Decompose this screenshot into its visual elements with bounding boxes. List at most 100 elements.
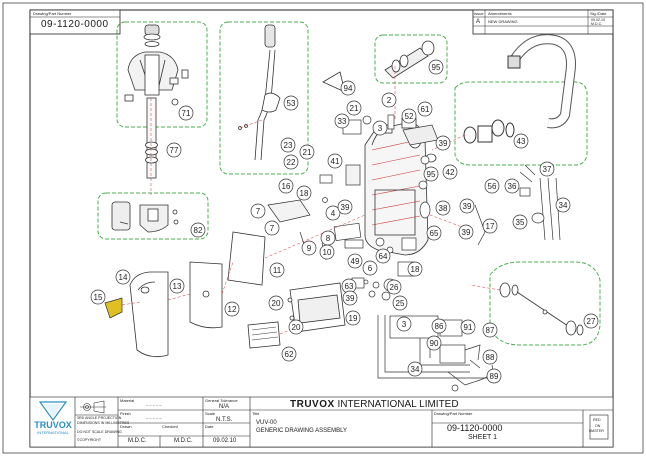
filter-19 xyxy=(287,282,346,333)
callout-label: 62 xyxy=(285,350,294,359)
svg-text:INTERNATIONAL: INTERNATIONAL xyxy=(37,430,69,435)
callout-82: 82 xyxy=(190,222,206,238)
callout-94: 94 xyxy=(340,80,356,96)
callout-label: 20 xyxy=(292,323,301,332)
callout-95: 95 xyxy=(423,166,439,182)
callout-label: 65 xyxy=(430,229,439,238)
title-label: Title xyxy=(252,410,260,416)
drawn-label: Drawn xyxy=(120,423,132,429)
callout-label: 34 xyxy=(559,201,568,210)
callout-label: 3 xyxy=(402,320,407,329)
finish-value: – – – – – xyxy=(146,415,162,420)
callout-label: 4 xyxy=(331,209,336,218)
callout-39: 39 xyxy=(459,198,475,214)
panel-11 xyxy=(227,231,266,286)
cover-13 xyxy=(129,271,169,358)
callout-13: 13 xyxy=(169,278,185,294)
callout-label: 26 xyxy=(390,283,399,292)
callout-9: 9 xyxy=(301,240,317,256)
amend-col-sig: Sig./Date xyxy=(590,10,607,16)
tolerance-value: N/A xyxy=(219,404,230,410)
callout-label: 42 xyxy=(446,168,455,177)
drawing-number-box xyxy=(29,9,121,35)
callout-label: 3 xyxy=(378,124,383,133)
callout-label: 52 xyxy=(405,112,414,121)
callout-6: 6 xyxy=(362,260,378,276)
callout-87: 87 xyxy=(482,322,498,338)
group-rod xyxy=(219,21,309,175)
amend-row-text: NEW DRAWING xyxy=(488,18,518,24)
grille-62 xyxy=(247,321,281,349)
amend-row-issue: A xyxy=(476,19,481,25)
callout-88: 88 xyxy=(482,349,498,365)
material-value: – – – – – xyxy=(146,402,162,407)
callout-label: 61 xyxy=(421,105,430,114)
callout-36: 36 xyxy=(504,178,520,194)
callout-52: 52 xyxy=(401,108,417,124)
tolerance-label: General Tolerance xyxy=(205,397,238,403)
callout-91: 91 xyxy=(460,319,476,335)
callout-16: 16 xyxy=(278,178,294,194)
callout-label: 21 xyxy=(303,148,312,157)
truvox-logo: TRUVOX INTERNATIONAL xyxy=(34,401,72,435)
callout-label: 37 xyxy=(543,165,552,174)
callout-label: 89 xyxy=(490,372,499,381)
callout-71: 71 xyxy=(178,105,194,121)
callout-label: 82 xyxy=(194,226,203,235)
callout-label: 33 xyxy=(338,117,347,126)
callout-label: 39 xyxy=(341,203,350,212)
group-connector xyxy=(374,34,448,84)
copyright-label: ©COPYRIGHT xyxy=(77,438,102,442)
amend-row-sig: M.D.C. xyxy=(591,21,603,26)
callout-21: 21 xyxy=(299,144,315,160)
callout-label: 49 xyxy=(351,257,360,266)
callout-label: 35 xyxy=(516,218,525,227)
callout-43: 43 xyxy=(513,133,529,149)
callout-39: 39 xyxy=(337,199,353,215)
stamp-line-1: RED xyxy=(593,418,601,422)
callout-19: 19 xyxy=(345,310,361,326)
callout-61: 61 xyxy=(417,101,433,117)
svg-text:TRUVOX: TRUVOX xyxy=(34,420,72,430)
callout-label: 7 xyxy=(256,207,261,216)
drawn-value: M.D.C. xyxy=(128,437,147,444)
callout-14: 14 xyxy=(115,269,131,285)
callout-53: 53 xyxy=(283,95,299,111)
callout-39: 39 xyxy=(342,290,358,306)
callout-77: 77 xyxy=(166,142,182,158)
amendments-box xyxy=(472,9,614,35)
callout-38: 38 xyxy=(435,200,451,216)
stamp-line-2: ON xyxy=(595,423,601,428)
callout-label: 86 xyxy=(435,322,444,331)
callout-12: 12 xyxy=(224,301,240,317)
callout-label: 19 xyxy=(349,314,358,323)
callout-label: 39 xyxy=(462,228,471,237)
callout-label: 22 xyxy=(287,158,296,167)
callout-label: 23 xyxy=(284,141,293,150)
date-label: Date xyxy=(205,423,214,429)
callout-56: 56 xyxy=(484,178,500,194)
callout-label: 20 xyxy=(272,299,281,308)
handle-assembly xyxy=(124,24,189,106)
callout-42: 42 xyxy=(442,164,458,180)
projection-symbol-icon xyxy=(80,400,106,414)
dwg-number-label: Drawing/Part Number xyxy=(434,410,473,416)
callout-label: 94 xyxy=(344,84,353,93)
callout-10: 10 xyxy=(319,244,335,260)
scale-label: Scale xyxy=(205,410,216,416)
callout-label: 15 xyxy=(94,293,103,302)
callout-62: 62 xyxy=(281,346,297,362)
callout-34: 34 xyxy=(555,197,571,213)
company-brand: TRUVOX xyxy=(290,399,335,410)
drawing-number-label: Drawing/Part Number xyxy=(33,10,72,16)
callout-label: 91 xyxy=(464,323,473,332)
tube-77 xyxy=(145,97,158,179)
callout-label: 39 xyxy=(463,202,472,211)
callout-34: 34 xyxy=(407,361,423,377)
callout-18: 18 xyxy=(407,261,423,277)
material-label: Material xyxy=(120,397,135,403)
callout-label: 25 xyxy=(396,299,405,308)
callout-3: 3 xyxy=(396,316,412,332)
